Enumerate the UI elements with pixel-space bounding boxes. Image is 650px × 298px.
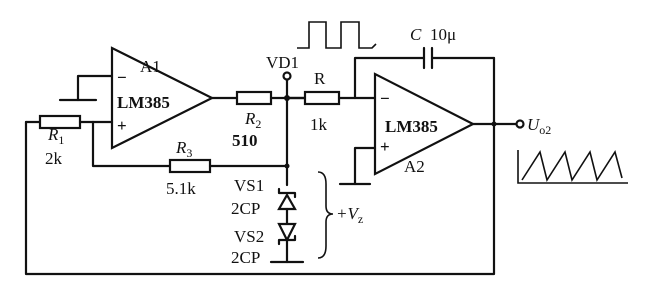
square-wave-icon — [297, 21, 377, 49]
r3-left-wire — [91, 120, 172, 168]
feedback-loop-wire — [24, 56, 496, 276]
vd1-label: VD1 — [266, 53, 299, 72]
vs1-zener-diode — [277, 192, 297, 211]
a2-noninverting-wire — [353, 146, 377, 186]
output-terminal — [515, 119, 525, 129]
opamp-a1-inverting-sign: − — [117, 68, 127, 87]
triangle-wave-axes — [517, 150, 628, 184]
opamp-a2-inverting-sign: − — [380, 89, 390, 108]
opamp-a2-noninverting-sign: + — [380, 137, 390, 156]
c-left-wire — [353, 56, 426, 100]
r-value: 1k — [310, 115, 328, 134]
r3-label: R3 — [175, 138, 192, 160]
c-label: C — [410, 25, 422, 44]
vs1-label: VS1 — [234, 176, 264, 195]
vd1-terminal — [282, 71, 292, 81]
r2-resistor — [235, 90, 273, 106]
opamp-a1-label: A1 — [140, 57, 161, 76]
vs1-type: 2CP — [231, 199, 260, 218]
opamp-a1-model: LM385 — [117, 93, 170, 112]
r3-resistor — [168, 158, 212, 174]
r3-value: 5.1k — [166, 179, 196, 198]
opamp-a2-label: A2 — [404, 157, 425, 176]
r-resistor — [303, 90, 341, 106]
zener-junction-dot — [284, 163, 290, 169]
c-value: 10μ — [430, 25, 456, 44]
a1-inverting-wire — [76, 74, 114, 102]
r1-resistor — [38, 114, 82, 130]
r-label: R — [314, 69, 326, 88]
vs2-zener-diode — [277, 222, 297, 243]
opamp-a2-model: LM385 — [385, 117, 438, 136]
output-label: Uo2 — [527, 115, 551, 137]
vs1-zener-bar — [277, 187, 297, 199]
r2-value: 510 — [232, 131, 258, 150]
triangle-wave-icon — [521, 150, 623, 182]
opamp-a2 — [373, 72, 476, 176]
r2-label: R2 — [244, 109, 261, 131]
vs2-type: 2CP — [231, 248, 260, 267]
r1-label: R1 — [47, 125, 64, 147]
output-junction-dot — [491, 121, 497, 127]
r1-value: 2k — [45, 149, 63, 168]
vz-label: +Vz — [336, 204, 363, 226]
opamp-a1-noninverting-sign: + — [117, 116, 127, 135]
vz-brace — [317, 171, 334, 259]
vs2-label: VS2 — [234, 227, 264, 246]
opamp-a1 — [110, 46, 215, 150]
